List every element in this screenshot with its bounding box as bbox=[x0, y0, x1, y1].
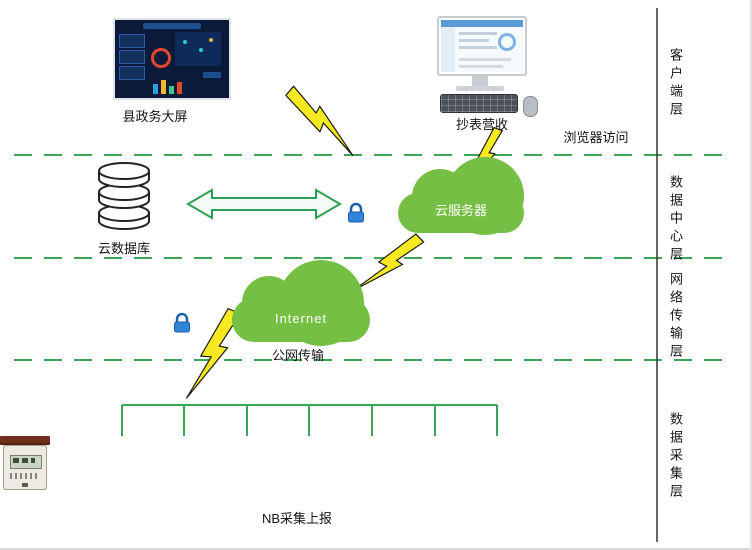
dashboard-label: 县政务大屏 bbox=[122, 109, 188, 124]
map-dot bbox=[183, 40, 187, 44]
monitor-stand bbox=[472, 76, 488, 86]
layer-label-network: 网络传输层 bbox=[668, 272, 683, 362]
map-dot bbox=[199, 48, 203, 52]
public-network-label: 公网传输 bbox=[271, 348, 324, 363]
layer-label-client: 客户端层 bbox=[668, 48, 683, 120]
desktop-monitor bbox=[437, 16, 527, 76]
cloud-server-label: 云服务器 bbox=[434, 203, 487, 218]
keyboard bbox=[440, 94, 518, 113]
dashboard-panel bbox=[119, 34, 145, 48]
meter-billing-label: 抄表营收 bbox=[455, 117, 508, 132]
meter-label-strip bbox=[10, 473, 40, 479]
internet-label: Internet bbox=[274, 311, 328, 326]
dashboard-donut-chart bbox=[151, 48, 171, 68]
lock-icon bbox=[174, 312, 190, 333]
dashboard-panel bbox=[119, 50, 145, 64]
screen-text-line bbox=[459, 58, 511, 61]
dashboard-bar bbox=[177, 82, 182, 94]
lock-icon bbox=[348, 202, 364, 223]
dashboard-titlebar bbox=[143, 23, 201, 29]
database-icon bbox=[98, 162, 150, 230]
layer-label-collection: 数据采集层 bbox=[668, 412, 683, 502]
monitor-base bbox=[456, 86, 504, 91]
screen-text-line bbox=[459, 39, 489, 42]
screen-donut-chart bbox=[498, 33, 516, 51]
dashboard-panel bbox=[203, 72, 221, 78]
meter-port bbox=[22, 483, 28, 487]
monitor-screen bbox=[441, 20, 523, 72]
dashboard-bar bbox=[153, 84, 158, 94]
dashboard-map bbox=[175, 32, 221, 66]
screen-text-line bbox=[459, 32, 497, 35]
cloud-server: 云服务器 bbox=[398, 157, 524, 235]
browser-access-label: 浏览器访问 bbox=[563, 130, 629, 145]
dashboard-bar bbox=[161, 80, 166, 94]
app-sidebar bbox=[441, 27, 455, 72]
layer-label-datacenter: 数据中心层 bbox=[668, 175, 683, 265]
screen-text-line bbox=[459, 65, 503, 68]
browser-toolbar bbox=[441, 20, 523, 27]
mouse bbox=[523, 96, 538, 117]
nb-water-meter bbox=[0, 436, 50, 492]
dashboard-panel bbox=[119, 66, 145, 80]
lightning-bolt bbox=[281, 84, 365, 159]
meter-cap bbox=[0, 436, 50, 445]
dashboard-screen bbox=[113, 18, 231, 100]
sync-double-arrow bbox=[186, 188, 342, 220]
dashboard-bar bbox=[169, 86, 174, 94]
lightning-bolt bbox=[350, 229, 426, 303]
internet-cloud: Internet bbox=[232, 260, 370, 346]
cloud-database-label: 云数据库 bbox=[97, 241, 150, 256]
nb-upload-label: NB采集上报 bbox=[261, 511, 333, 526]
meter-bus bbox=[121, 404, 498, 436]
map-dot bbox=[209, 38, 213, 42]
screen-text-line bbox=[459, 46, 497, 49]
